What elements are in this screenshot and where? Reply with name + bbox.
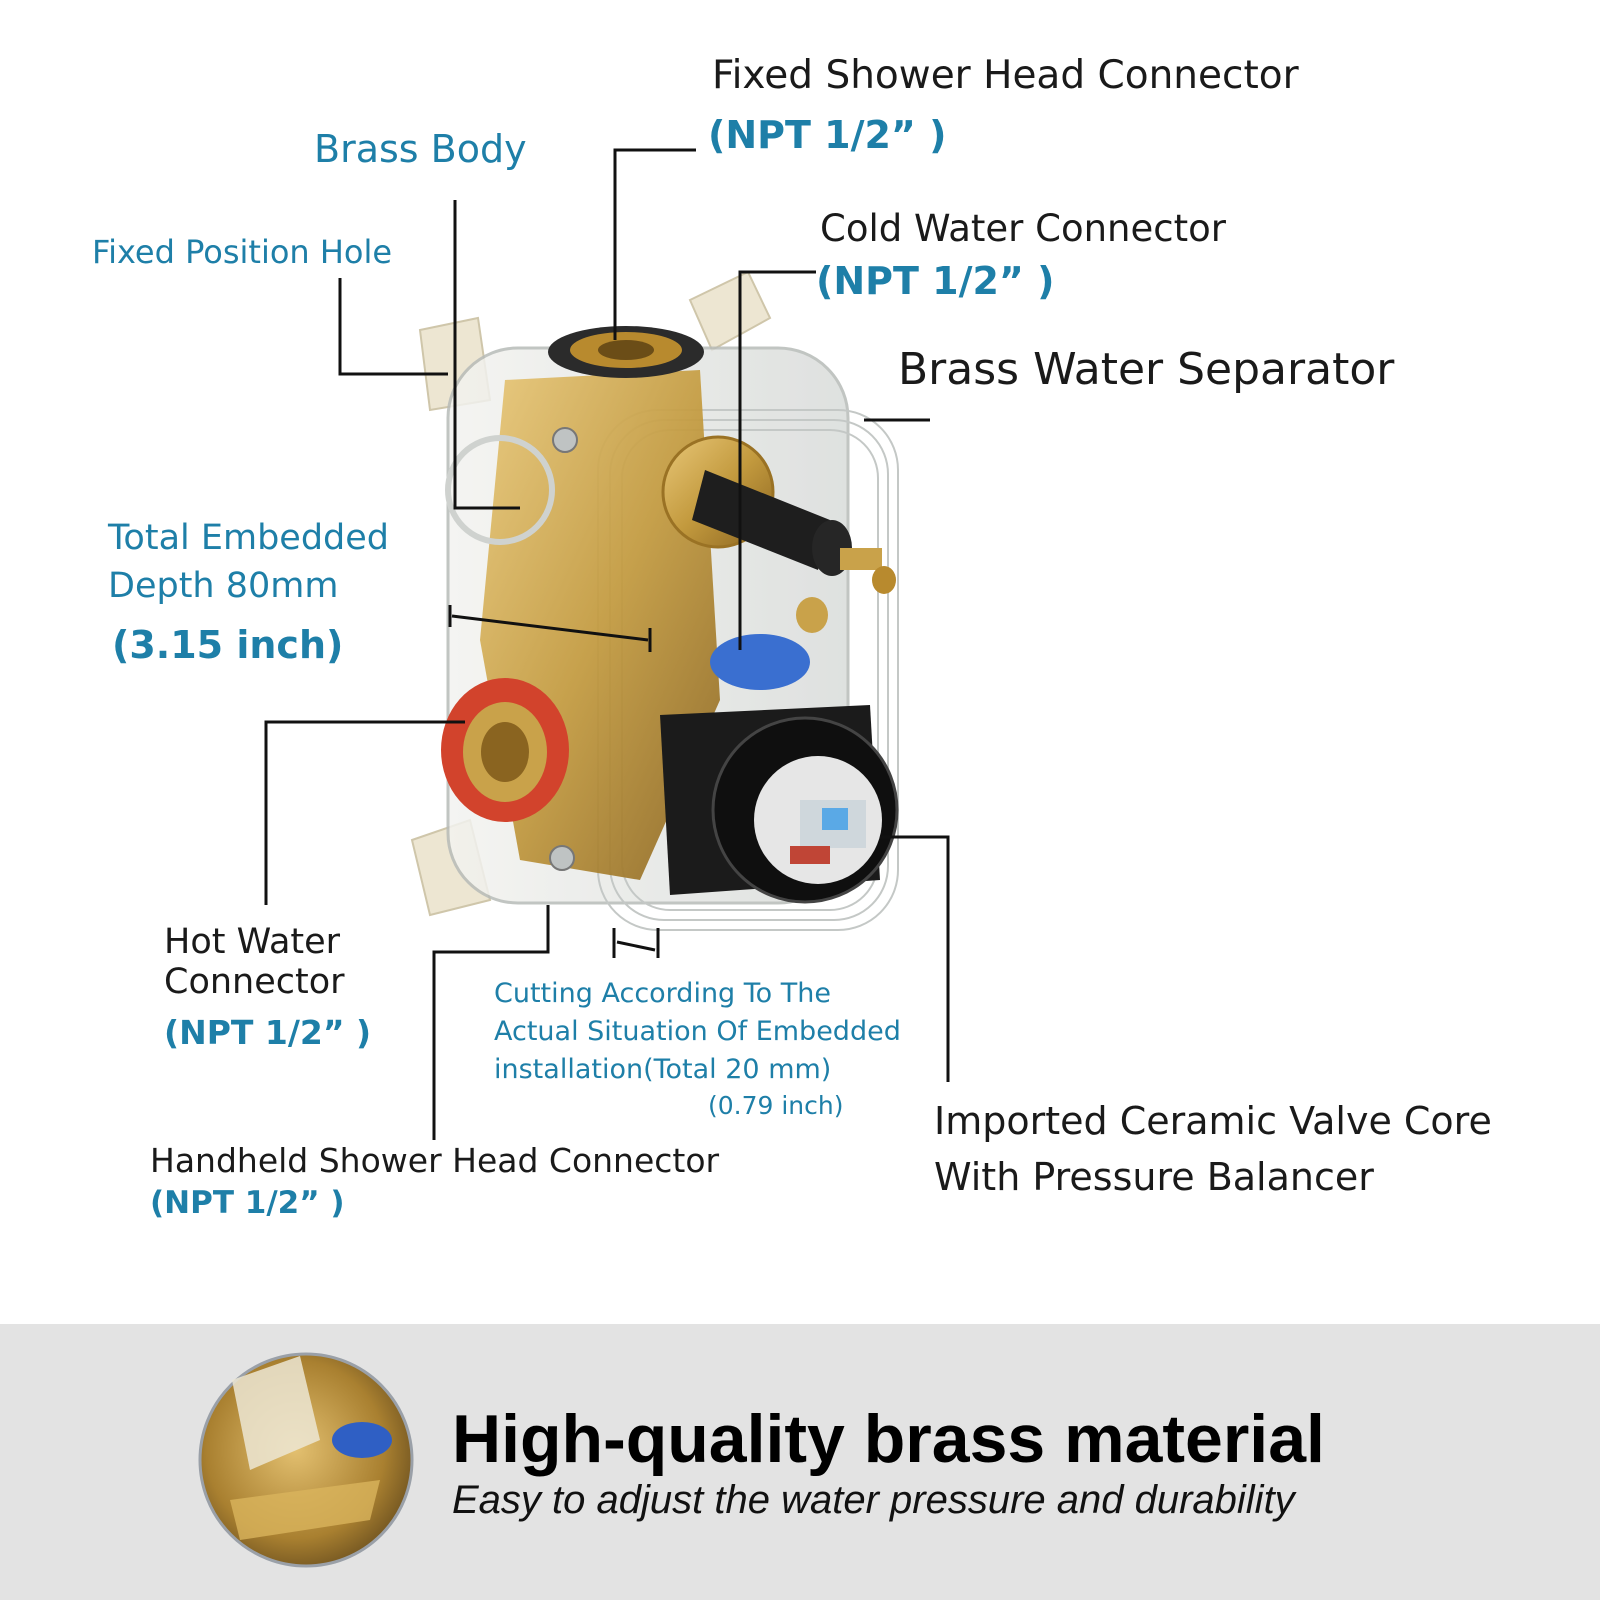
ceramic-valve-line1: Imported Ceramic Valve Core [934,1099,1492,1143]
valve-block [660,705,899,904]
brass-water-separator-label: Brass Water Separator [898,344,1395,395]
handheld-shower-title: Handheld Shower Head Connector [150,1141,720,1180]
hot-water-line1: Hot Water [164,922,341,962]
depth-arrow [448,605,652,652]
water-separator [661,435,896,633]
leader-lines [264,148,950,1140]
ceramic-valve-line2: With Pressure Balancer [934,1155,1374,1199]
hot-water-line2: Connector [164,962,345,1002]
banner-headline: High-quality brass material [452,1401,1325,1477]
fixed-position-hole-label: Fixed Position Hole [92,233,393,271]
fixed-shower-title: Fixed Shower Head Connector [712,53,1299,98]
screws [549,427,578,871]
hot-water-spec: (NPT 1/2” ) [164,1013,372,1052]
cold-water-title: Cold Water Connector [820,207,1226,250]
cutting-line1: Cutting According To The [494,978,831,1009]
banner-subline: Easy to adjust the water pressure and du… [452,1478,1295,1522]
cutting-line4: (0.79 inch) [708,1091,844,1120]
cold-water-spec: (NPT 1/2” ) [816,259,1055,303]
cutting-line3: installation(Total 20 mm) [494,1054,832,1085]
handheld-shower-spec: (NPT 1/2” ) [150,1185,345,1221]
cutting-line2: Actual Situation Of Embedded [494,1016,901,1047]
brass-body-label: Brass Body [314,127,527,171]
cold-ring [710,634,810,690]
fixed-shower-spec: (NPT 1/2” ) [708,113,947,157]
depth-line2: Depth 80mm [108,566,339,606]
depth-line3: (3.15 inch) [112,623,344,667]
hot-connector [441,678,569,822]
side-port [445,435,555,545]
depth-line1: Total Embedded [108,518,390,558]
fixed-shower-connector [548,326,704,378]
cutting-arrow [612,928,660,958]
